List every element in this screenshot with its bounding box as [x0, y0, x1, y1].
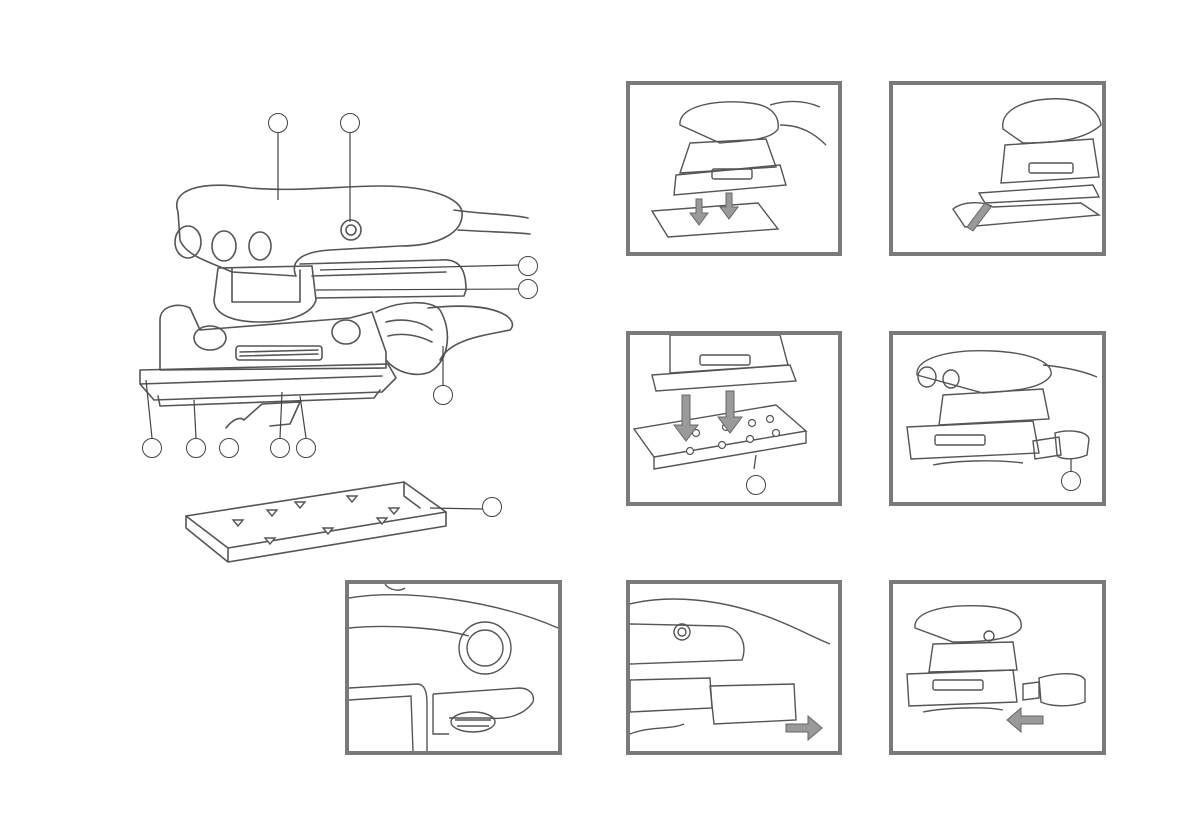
callout-12: [746, 475, 766, 495]
callout-8: [219, 438, 239, 458]
rear-handle-loop: [300, 260, 466, 298]
callout-3: [518, 256, 538, 276]
callout-7: [186, 438, 206, 458]
grip-oval: [249, 232, 271, 260]
callout-1: [268, 113, 288, 133]
callout-11: [482, 497, 502, 517]
power-cord: [454, 210, 530, 234]
lock-button: [341, 220, 361, 240]
sander-main-diagram: [0, 0, 600, 600]
panel-remove-container: [626, 580, 842, 755]
callout-4: [518, 279, 538, 299]
panel-clamp-lever: [889, 81, 1106, 256]
panel-insert-container: [889, 580, 1106, 755]
panel-perforator-plate: [626, 331, 842, 506]
callout-6: [142, 438, 162, 458]
callout-10: [296, 438, 316, 458]
panel-dust-container: [889, 331, 1106, 506]
clamp-lever: [226, 402, 300, 428]
lever-arrow: [967, 203, 991, 231]
sander-handle: [177, 185, 462, 276]
callout-9: [270, 438, 290, 458]
panel-attach-sheet: [626, 81, 842, 256]
callout-13: [1061, 471, 1081, 491]
grip-oval: [212, 231, 236, 261]
plate-pin: [233, 520, 243, 526]
speed-dial: [451, 712, 495, 732]
panel-switch-closeup: [345, 580, 562, 755]
grip-oval: [175, 226, 201, 258]
perforator-plate: [186, 482, 446, 548]
left-arrow: [1007, 708, 1043, 732]
down-arrow: [690, 199, 708, 225]
callout-5: [433, 385, 453, 405]
callout-2: [340, 113, 360, 133]
